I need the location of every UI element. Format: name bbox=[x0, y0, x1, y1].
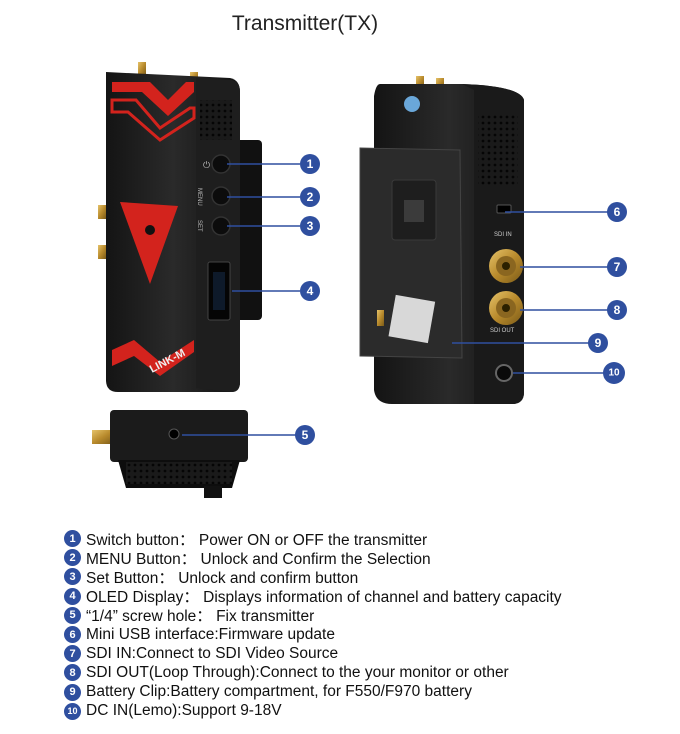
svg-text:10: 10 bbox=[608, 368, 620, 379]
svg-text:6: 6 bbox=[614, 205, 621, 219]
transmitter-bottom-view bbox=[92, 410, 248, 498]
svg-text:1: 1 bbox=[307, 157, 314, 171]
sdi-in-label: SDI IN bbox=[494, 232, 512, 238]
legend-number: 1 bbox=[64, 530, 81, 548]
legend-text: Switch button： Power ON or OFF the trans… bbox=[86, 531, 428, 549]
sdi-in-connector[interactable] bbox=[489, 249, 523, 283]
top-antenna-connector bbox=[138, 62, 146, 76]
legend-number: 9 bbox=[64, 683, 81, 701]
callout-badge: 6 bbox=[607, 202, 627, 222]
legend-number: 2 bbox=[64, 549, 81, 567]
power-icon: ⏻ bbox=[203, 160, 210, 171]
callout-badge: 1 bbox=[300, 154, 320, 174]
menu-button[interactable] bbox=[211, 186, 231, 206]
legend-item: 4 OLED Display： Displays information of c… bbox=[64, 587, 562, 606]
legend-text: OLED Display： Displays information of ch… bbox=[86, 589, 562, 607]
svg-text:3: 3 bbox=[307, 219, 314, 233]
legend-number: 10 bbox=[64, 702, 81, 720]
callout-badge: 2 bbox=[300, 187, 320, 207]
legend-item: 2 MENU Button： Unlock and Confirm the Sel… bbox=[64, 548, 562, 568]
quarter-inch-screw-hole bbox=[168, 428, 180, 440]
label-sticker bbox=[404, 96, 420, 112]
callout-badge: 3 bbox=[300, 216, 320, 236]
vent-grille bbox=[200, 100, 232, 140]
callout-badge: 10 bbox=[603, 362, 625, 384]
legend-text: “1/4” screw hole： Fix transmitter bbox=[86, 608, 315, 626]
legend-text: Mini USB interface:Firmware update bbox=[86, 625, 335, 643]
legend-item: 8 SDI OUT(Loop Through):Connect to the yo… bbox=[64, 663, 562, 682]
legend-item: 1 Switch button： Power ON or OFF the tran… bbox=[64, 529, 562, 549]
legend-number: 3 bbox=[64, 568, 81, 586]
svg-text:8: 8 bbox=[614, 303, 621, 317]
sdi-out-connector[interactable] bbox=[489, 291, 523, 325]
callout-badge: 4 bbox=[300, 281, 320, 301]
sdi-out-label: SDI OUT bbox=[490, 328, 515, 334]
svg-text:9: 9 bbox=[595, 336, 602, 350]
legend-number: 8 bbox=[64, 664, 81, 682]
mini-usb-port[interactable] bbox=[496, 204, 512, 214]
callout-badge: 9 bbox=[588, 333, 608, 353]
vent-grille bbox=[478, 114, 518, 186]
legend-text: DC IN(Lemo):Support 9-18V bbox=[86, 702, 282, 720]
svg-text:5: 5 bbox=[302, 428, 309, 442]
transmitter-back-view: SDI IN SDI OUT bbox=[359, 76, 524, 404]
feature-legend: 1 Switch button： Power ON or OFF the tran… bbox=[64, 529, 562, 721]
legend-item: 6 Mini USB interface:Firmware update bbox=[64, 625, 562, 644]
legend-item: 3 Set Button： Unlock and confirm button bbox=[64, 567, 562, 587]
brand-emblem bbox=[120, 202, 178, 284]
legend-text: Battery Clip:Battery compartment, for F5… bbox=[86, 683, 472, 701]
svg-text:4: 4 bbox=[307, 284, 314, 298]
menu-label: MENU bbox=[196, 188, 202, 206]
callout-badge: 8 bbox=[607, 300, 627, 320]
callout-badge: 5 bbox=[295, 425, 315, 445]
legend-text: MENU Button： Unlock and Confirm the Sele… bbox=[86, 550, 431, 568]
legend-item: 5 “1/4” screw hole： Fix transmitter bbox=[64, 606, 562, 625]
legend-number: 5 bbox=[64, 606, 81, 624]
legend-text: SDI IN:Connect to SDI Video Source bbox=[86, 644, 339, 662]
legend-item: 9 Battery Clip:Battery compartment, for F… bbox=[64, 683, 562, 702]
legend-text: Set Button： Unlock and confirm button bbox=[86, 569, 359, 587]
callout-badge: 7 bbox=[607, 257, 627, 277]
legend-item: 7 SDI IN:Connect to SDI Video Source bbox=[64, 644, 562, 663]
legend-number: 6 bbox=[64, 626, 81, 644]
legend-number: 7 bbox=[64, 645, 81, 663]
page-title: Transmitter(TX) bbox=[231, 12, 379, 35]
legend-number: 4 bbox=[64, 587, 81, 605]
legend-text: SDI OUT(Loop Through):Connect to the you… bbox=[86, 663, 509, 681]
legend-item: 10 DC IN(Lemo):Support 9-18V bbox=[64, 702, 562, 721]
transmitter-front-view: LINK-M ⏻ MENU SET bbox=[98, 62, 262, 392]
dc-in-lemo-port[interactable] bbox=[495, 364, 513, 382]
callout-lines bbox=[182, 163, 608, 436]
svg-text:7: 7 bbox=[614, 260, 621, 274]
set-label: SET bbox=[196, 220, 202, 232]
svg-text:2: 2 bbox=[307, 190, 314, 204]
